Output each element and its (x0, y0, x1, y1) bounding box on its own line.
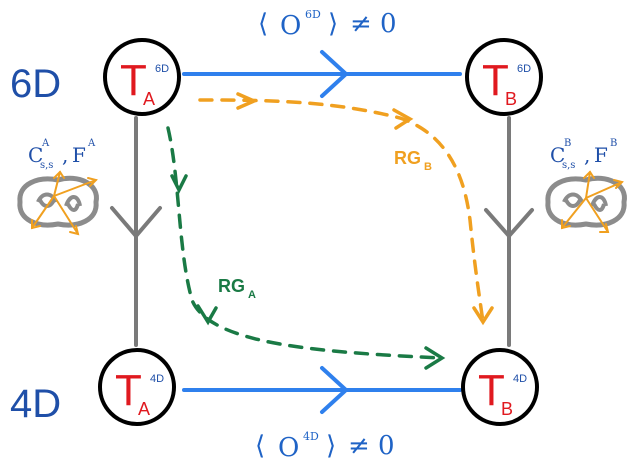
svg-text:6D: 6D (155, 63, 169, 75)
svg-text:F: F (72, 143, 86, 167)
node-t-b-6d: T B 6D (465, 38, 543, 116)
compactification-arrow-right (484, 116, 534, 347)
svg-text:⟩: ⟩ (328, 9, 338, 39)
vev-arrow-4d (182, 366, 462, 414)
svg-text:T: T (120, 56, 147, 105)
svg-text:B: B (505, 89, 517, 109)
svg-text:,: , (62, 143, 68, 167)
svg-text:A: A (248, 289, 256, 301)
svg-text:A: A (87, 138, 96, 149)
svg-text:s,s: s,s (562, 160, 575, 171)
svg-text:⟨: ⟨ (258, 9, 268, 39)
svg-text:A: A (41, 138, 50, 149)
compactification-label-right: C B s,s , F B (550, 138, 617, 171)
dimension-label-6d: 6D (10, 62, 61, 106)
svg-text:⟩: ⟩ (326, 431, 336, 461)
svg-text:B: B (610, 138, 617, 149)
svg-text:A: A (143, 89, 155, 109)
svg-text:4D: 4D (303, 430, 319, 443)
compactification-arrow-left (110, 116, 162, 347)
svg-text:6D: 6D (517, 63, 531, 75)
svg-text:RG: RG (218, 276, 245, 296)
vev-label-4d: ⟨ O 4D ⟩ ≠ 0 (255, 430, 395, 463)
svg-text:RG: RG (394, 148, 421, 168)
riemann-surface-icon (17, 170, 99, 236)
svg-text:⟨: ⟨ (255, 431, 265, 461)
node-t-b-4d: T B 4D (461, 348, 539, 426)
svg-text:B: B (424, 161, 432, 173)
svg-text:4D: 4D (513, 373, 527, 385)
vev-label-6d: ⟨ O 6D ⟩ ≠ 0 (258, 8, 397, 41)
svg-text:O: O (278, 433, 299, 463)
svg-text:≠ 0: ≠ 0 (350, 9, 397, 39)
svg-text:≠ 0: ≠ 0 (348, 431, 395, 461)
svg-text:4D: 4D (150, 373, 164, 385)
rg-flow-b (198, 92, 494, 326)
rg-label-b: RG B (394, 148, 432, 173)
rg-flow-a (166, 126, 446, 370)
svg-text:s,s: s,s (40, 160, 53, 171)
node-t-a-6d: T A 6D (103, 38, 181, 116)
svg-text:F: F (594, 143, 608, 167)
svg-text:T: T (115, 366, 142, 415)
node-t-a-4d: T A 4D (98, 348, 176, 426)
svg-text:C: C (550, 143, 565, 167)
svg-text:A: A (138, 399, 150, 419)
svg-text:6D: 6D (305, 8, 321, 21)
riemann-surface-icon (545, 170, 627, 233)
svg-text:C: C (28, 143, 43, 167)
svg-text:B: B (501, 399, 513, 419)
vev-arrow-6d (182, 50, 462, 98)
rg-label-a: RG A (218, 276, 256, 301)
svg-text:T: T (482, 56, 509, 105)
dimension-label-4d: 4D (10, 382, 61, 426)
svg-text:B: B (564, 138, 571, 149)
svg-text:T: T (478, 366, 505, 415)
svg-text:,: , (584, 143, 590, 167)
svg-text:O: O (280, 11, 301, 41)
compactification-label-left: C A s,s , F A (28, 138, 96, 171)
